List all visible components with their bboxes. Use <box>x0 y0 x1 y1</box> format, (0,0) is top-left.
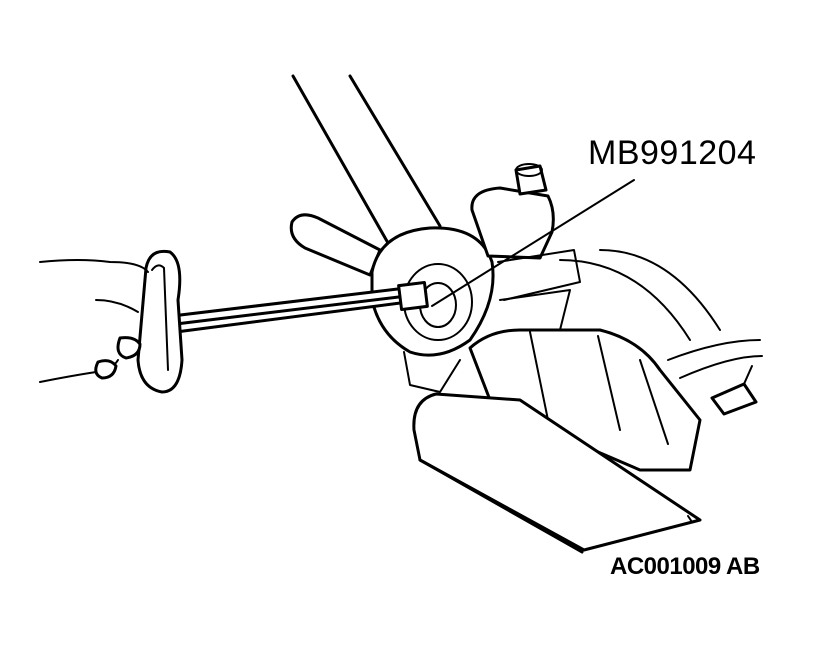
knuckle-arm <box>289 74 442 277</box>
steering-gear <box>468 163 763 472</box>
tie-rod-end <box>370 226 495 393</box>
figure-code-label: AC001009 AB <box>610 553 760 580</box>
crossmember <box>412 392 702 554</box>
tool-number-label: MB991204 <box>588 134 757 172</box>
torque-tool <box>136 249 429 394</box>
hand <box>39 259 149 383</box>
tool-leader-line <box>431 179 635 307</box>
